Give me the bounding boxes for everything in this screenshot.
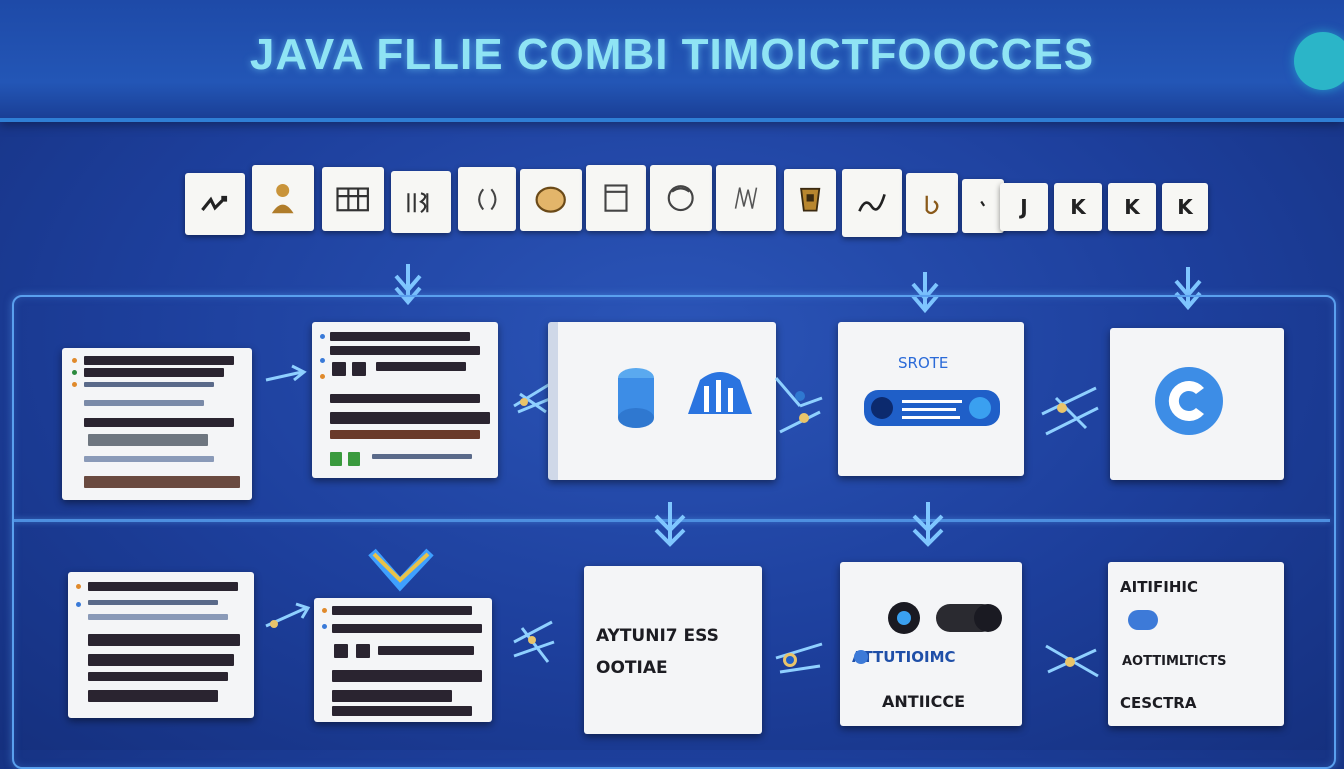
panel-text-line: AITIFIHIC	[1120, 578, 1198, 596]
wave-icon-card[interactable]	[842, 169, 902, 237]
frame-icon	[604, 184, 628, 212]
letter-k-card-1[interactable]: K	[1054, 183, 1102, 231]
header-circle-decoration	[1294, 32, 1344, 90]
face-icon	[667, 184, 695, 212]
letter-k: K	[1124, 195, 1140, 219]
squiggle-icon-card[interactable]	[185, 173, 245, 235]
grid-icon	[336, 187, 370, 211]
sketch-icon	[407, 192, 429, 214]
down-arrow-icon	[912, 502, 944, 547]
face-icon-card[interactable]	[650, 165, 712, 231]
cylinder-icon	[618, 368, 654, 428]
letter-k: K	[1177, 195, 1193, 219]
flow-arrow-icon	[265, 364, 307, 382]
gesture-icon	[925, 195, 939, 215]
drive-icon	[864, 390, 1000, 426]
panel-text-line: AYTUNI7 ESS	[596, 626, 719, 646]
chart-icon	[688, 372, 752, 414]
scribble-icon	[734, 187, 758, 209]
text-panel-3[interactable]: AITIFIHIC AOTTIMLTICTS CESCTRA	[1108, 562, 1284, 726]
gesture-icon-card[interactable]	[906, 173, 958, 233]
coin-icon	[535, 186, 567, 214]
storage-label: SROTE	[898, 354, 949, 372]
file-type-strip: J K K K	[180, 165, 1210, 245]
panel-text-line: OOTIAE	[596, 658, 668, 678]
letter-j-card[interactable]: J	[1000, 183, 1048, 231]
module-panel[interactable]	[548, 322, 776, 480]
letter-k-card-2[interactable]: K	[1108, 183, 1156, 231]
down-arrow-icon	[911, 272, 939, 314]
tick-icon-card[interactable]	[962, 179, 1004, 233]
tick-icon	[980, 200, 986, 207]
panel-text-line: CESCTRA	[1120, 694, 1197, 712]
flow-arrow-icon	[1045, 644, 1099, 678]
panel-text-line: ANTIICCE	[882, 692, 966, 711]
scribble-icon-card[interactable]	[716, 165, 776, 231]
flow-arrow-icon	[774, 377, 823, 434]
flow-arrow-icon	[513, 382, 553, 414]
logo-g-icon	[1155, 367, 1223, 435]
panel-text-line: AOTTIMLTICTS	[1122, 654, 1227, 669]
text-panel-1[interactable]: AYTUNI7 ESS OOTIAE	[584, 566, 762, 734]
grid-icon-card[interactable]	[322, 167, 384, 231]
letter-j: J	[1020, 195, 1028, 219]
bracket-icon-card[interactable]	[458, 167, 516, 231]
storage-panel[interactable]: SROTE	[838, 322, 1024, 476]
output-panel[interactable]	[1110, 328, 1284, 480]
header-banner: JAVA FLLIE COMBI TIMOICTFOOCCES	[0, 0, 1344, 122]
flow-arrow-icon	[265, 602, 311, 628]
figure-icon-card[interactable]	[252, 165, 314, 231]
flow-arrow-icon	[513, 620, 555, 663]
code-panel-3[interactable]	[68, 572, 254, 718]
code-panel-4[interactable]	[314, 598, 492, 722]
letter-k: K	[1070, 195, 1086, 219]
wave-icon	[858, 194, 886, 212]
media-controls-icon	[888, 602, 1002, 634]
flow-arrow-icon	[775, 642, 823, 674]
bracket-icon	[477, 188, 497, 210]
checkmark-icon	[368, 548, 434, 592]
sketch-icon-card[interactable]	[391, 171, 451, 233]
toggle-icon	[1128, 610, 1158, 630]
frame-icon-card[interactable]	[586, 165, 646, 231]
coin-icon-card[interactable]	[520, 169, 582, 231]
code-panel-2[interactable]	[312, 322, 498, 478]
figure-icon	[272, 183, 294, 214]
text-panel-2[interactable]: ATTUTIOIMC ANTIICCE	[840, 562, 1022, 726]
squiggle-icon	[201, 196, 228, 212]
letter-k-card-3[interactable]: K	[1162, 183, 1208, 231]
flow-arrow-icon	[1041, 386, 1099, 436]
panel-text-line: ATTUTIOIMC	[852, 648, 956, 666]
page-title: JAVA FLLIE COMBI TIMOICTFOOCCES	[249, 30, 1095, 79]
cup-icon	[799, 188, 821, 212]
code-panel-1[interactable]	[62, 348, 252, 500]
cup-icon-card[interactable]	[784, 169, 836, 231]
down-arrow-icon	[654, 502, 686, 547]
